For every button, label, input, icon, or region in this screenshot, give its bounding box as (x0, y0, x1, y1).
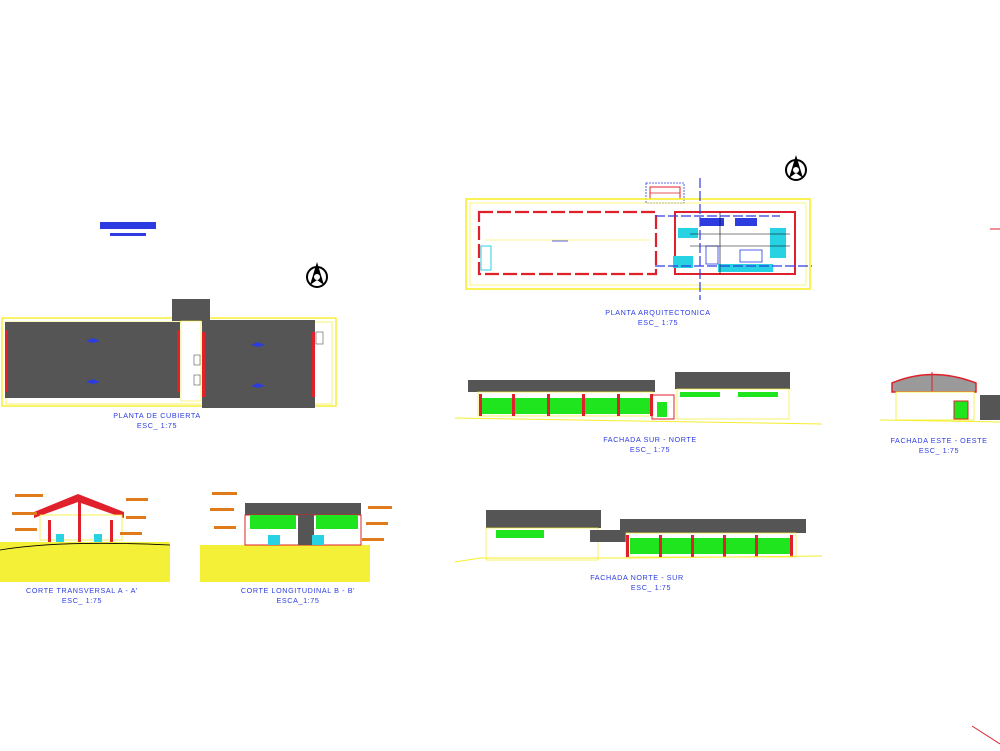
section-a-scale: ESC_ 1:75 (62, 596, 102, 605)
north-facade-windows-right (630, 538, 790, 554)
south-facade-scale: ESC_ 1:75 (630, 445, 670, 454)
roof-plan-scale: ESC_ 1:75 (137, 421, 177, 430)
north-facade-ground (454, 555, 823, 563)
section-a-title: CORTE TRANSVERSAL A - A' (26, 586, 138, 595)
roof-outline (1, 317, 337, 407)
section-b-window (316, 515, 358, 529)
north-facade-drawing: FACHADA NORTE - SUR ESC_ 1:75 (454, 510, 823, 592)
title-block (100, 222, 156, 229)
east-facade-title: FACHADA ESTE - OESTE (890, 436, 987, 445)
roof-connector (172, 299, 210, 321)
floor-plan-axes (655, 178, 812, 300)
floor-plan-outline (465, 198, 811, 290)
slope-arrows (86, 338, 265, 388)
north-arrow-icon (306, 262, 328, 288)
floor-plan-service-fixtures (673, 212, 790, 274)
roof-wall-right-b (312, 332, 315, 397)
north-facade-roof-left (486, 510, 601, 528)
section-b-window (250, 515, 296, 529)
east-facade-annex (980, 395, 1000, 420)
east-facade-door (953, 400, 969, 420)
section-b-fixture (268, 535, 280, 545)
section-a-fixture (94, 534, 102, 542)
north-facade-title: FACHADA NORTE - SUR (590, 573, 684, 582)
section-b-partition (298, 515, 314, 545)
south-facade-door (657, 402, 667, 417)
north-facade-roof-right (620, 519, 806, 533)
edge-mark (971, 725, 1000, 745)
section-b-roof (245, 503, 361, 515)
north-facade-window (496, 530, 544, 538)
section-a-ground-line (0, 542, 171, 551)
east-facade-scale: ESC_ 1:75 (919, 446, 959, 455)
south-facade-title: FACHADA SUR - NORTE (603, 435, 697, 444)
floor-plan-outline-inner (469, 202, 807, 286)
north-facade-columns (626, 535, 793, 557)
south-facade-ground (454, 417, 823, 425)
floor-plan-top-element (645, 182, 685, 204)
east-facade-ground (879, 419, 1000, 423)
south-facade-connector (651, 394, 675, 420)
section-a-roof (34, 494, 124, 518)
roof-slab-right (202, 320, 315, 408)
roof-side-box (315, 331, 324, 345)
section-b-ground-fill (200, 545, 370, 582)
section-b-level-marks (210, 492, 392, 541)
section-a-level-marks (12, 494, 148, 535)
south-facade-window (738, 392, 778, 397)
floor-plan-drawing: PLANTA ARQUITECTONICA ESC_ 1:75 (465, 155, 812, 327)
floor-plan-scale: ESC_ 1:75 (638, 318, 678, 327)
floor-plan-service-walls (674, 211, 796, 275)
south-facade-roof-left (468, 380, 655, 392)
south-facade-window (680, 392, 720, 397)
roof-slab-left (5, 322, 180, 398)
section-b-fixture (312, 535, 324, 545)
section-a-ground-fill (0, 542, 170, 582)
section-b-scale: ESCA_1:75 (277, 596, 320, 605)
east-facade-roof (891, 373, 977, 393)
north-arrow-icon (785, 155, 807, 181)
section-a-column (48, 520, 51, 542)
south-facade-drawing: FACHADA SUR - NORTE ESC_ 1:75 (454, 372, 823, 454)
title-block-underline (110, 233, 146, 236)
east-facade-drawing: FACHADA ESTE - OESTE ESC_ 1:75 (879, 372, 1000, 455)
section-b-title: CORTE LONGITUDINAL B - B' (241, 586, 355, 595)
roof-door-mark (193, 374, 201, 386)
floor-plan-hall-walls (477, 210, 658, 276)
section-a-drawing: CORTE TRANSVERSAL A - A' ESC_ 1:75 (0, 494, 171, 605)
roof-wall-left (5, 330, 8, 392)
roof-plan-drawing: PLANTA DE CUBIERTA ESC_ 1:75 (1, 222, 337, 430)
south-facade-roof-right (675, 372, 790, 389)
roof-wall-right-a (202, 332, 205, 397)
floor-plan-fixture (480, 245, 492, 271)
section-a-column (78, 502, 81, 542)
section-a-fixture (56, 534, 64, 542)
roof-wall-mid (177, 330, 180, 392)
floor-plan-title: PLANTA ARQUITECTONICA (605, 308, 710, 317)
north-facade-connector (590, 530, 628, 542)
roof-door-mark (193, 354, 201, 366)
north-facade-scale: ESC_ 1:75 (631, 583, 671, 592)
section-b-drawing: CORTE LONGITUDINAL B - B' ESCA_1:75 (200, 492, 392, 605)
south-facade-windows-left (482, 398, 650, 414)
section-a-column (110, 520, 113, 542)
roof-plan-title: PLANTA DE CUBIERTA (113, 411, 200, 420)
